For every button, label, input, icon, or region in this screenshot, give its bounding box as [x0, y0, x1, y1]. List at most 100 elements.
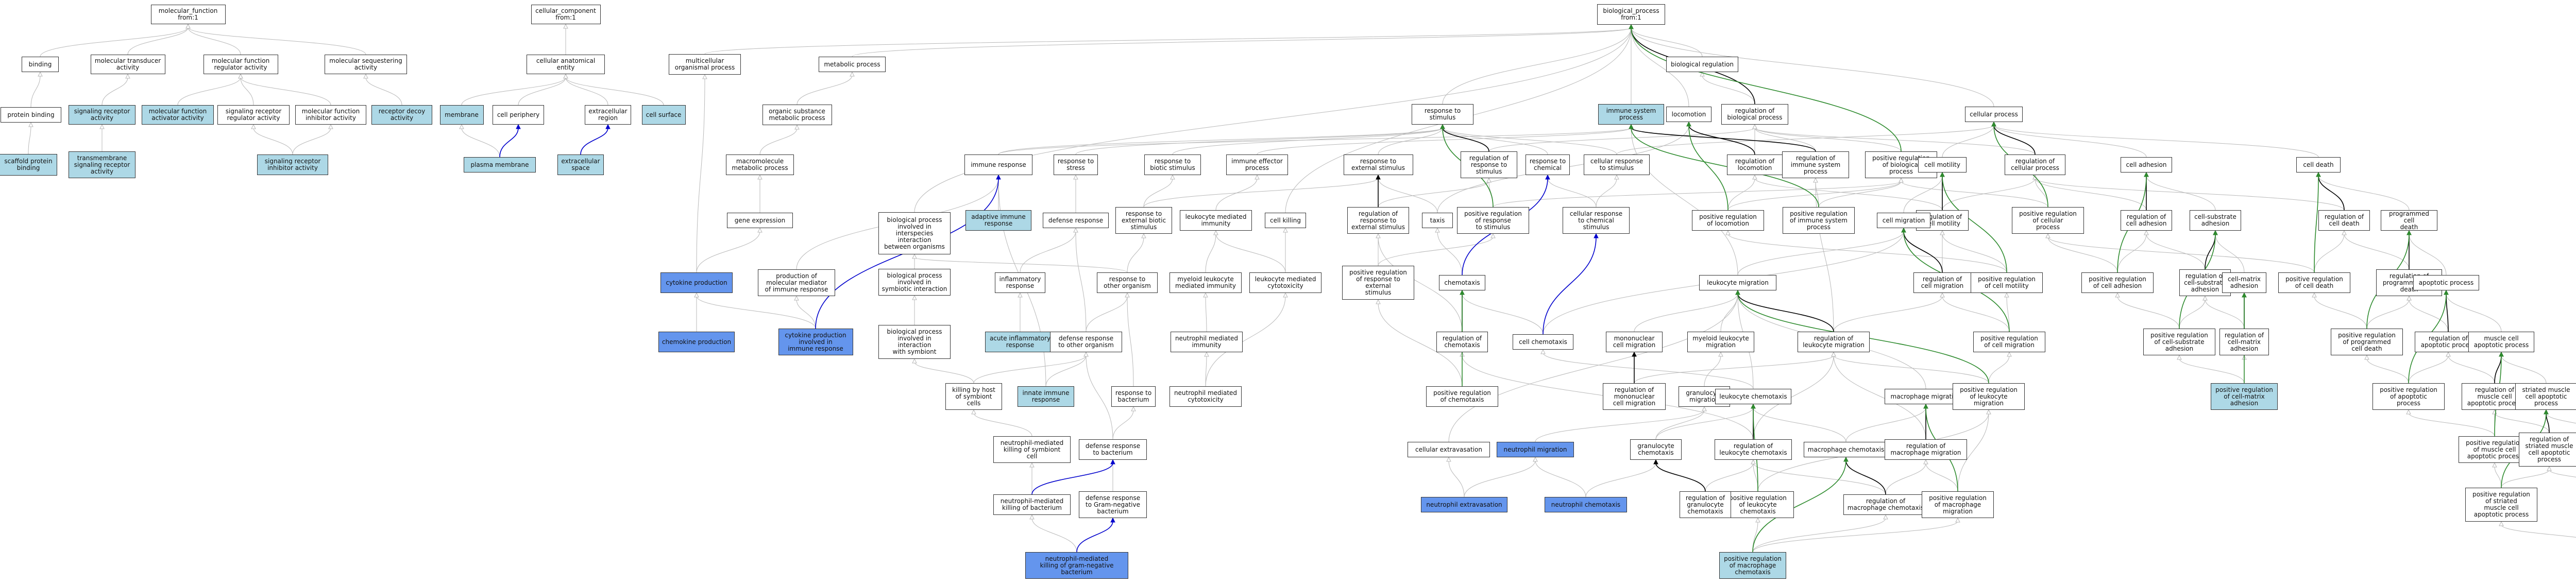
go-term-protbind[interactable]: protein binding	[1, 107, 61, 123]
go-term-leukmig[interactable]: leukocyte migration	[1699, 275, 1776, 290]
go-term-celladh[interactable]: cell adhesion	[2121, 157, 2172, 173]
go-term-locomotion[interactable]: locomotion	[1666, 107, 1711, 122]
go-term-membrane[interactable]: membrane	[439, 105, 484, 125]
go-term-cellsurf[interactable]: cell surface	[641, 105, 686, 125]
go-term-cellkill[interactable]: cell killing	[1265, 213, 1306, 228]
go-term-macrochemo[interactable]: macrophage chemotaxis	[1803, 442, 1889, 457]
go-term-neutmig[interactable]: neutrophil migration	[1497, 442, 1574, 457]
go-term-cellmot[interactable]: cell motility	[1918, 157, 1967, 173]
go-term-cellproc[interactable]: cellular process	[1965, 107, 2023, 122]
go-term-plasmamem[interactable]: plasma membrane	[464, 157, 536, 173]
go-term-chemotaxis[interactable]: chemotaxis	[1439, 275, 1485, 290]
go-term-neutchemo[interactable]: neutrophil chemotaxis	[1545, 497, 1627, 512]
go-term-taxis[interactable]: taxis	[1422, 213, 1453, 228]
go-term-cellper[interactable]: cell periphery	[493, 105, 544, 125]
go-term-leukchemo[interactable]: leukocyte chemotaxis	[1715, 389, 1791, 404]
go-term-cellchemo[interactable]: cell chemotaxis	[1513, 334, 1573, 350]
go-term-cellmig[interactable]: cell migration	[1877, 213, 1930, 228]
go-term-bioreg[interactable]: biological regulation	[1666, 57, 1738, 72]
go-term-metab[interactable]: metabolic process	[819, 57, 886, 72]
go-term-binding[interactable]: binding	[22, 57, 59, 72]
go-term-neutextrav[interactable]: neutrophil extravasation	[1421, 497, 1507, 512]
go-term-cellextrav[interactable]: cellular extravasation	[1408, 442, 1490, 457]
go-term-apop[interactable]: apoptotic process	[2413, 275, 2479, 290]
